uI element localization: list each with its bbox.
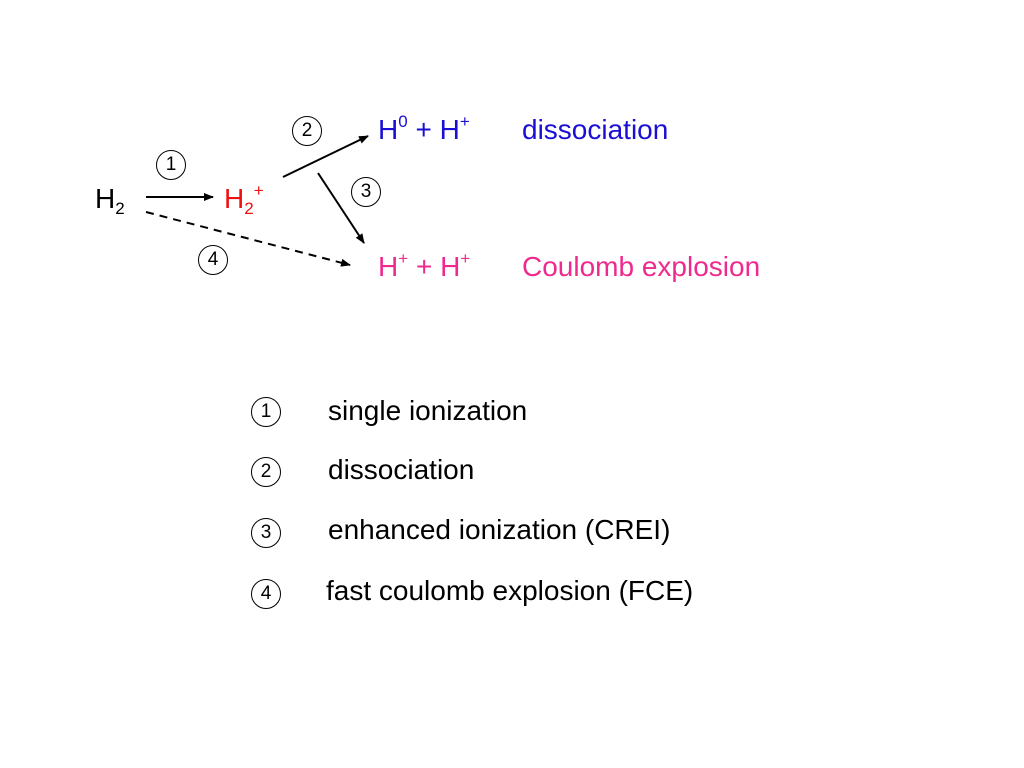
step-marker-3: 3 — [351, 177, 381, 207]
product-a-symbol: H — [378, 114, 399, 145]
plus-sign: + — [415, 251, 433, 282]
arrow-step-4 — [145, 211, 351, 267]
product-b-charge: + — [459, 112, 470, 131]
ion-charge: + — [253, 181, 264, 200]
product-b-charge: + — [460, 249, 471, 268]
reactant-h2: H2 — [95, 183, 125, 218]
legend-text-2: dissociation — [328, 454, 475, 485]
plus-sign: + — [415, 114, 432, 145]
coulomb-explosion-label: Coulomb explosion — [522, 251, 761, 282]
step-marker-1: 1 — [156, 150, 186, 180]
step-marker-2: 2 — [292, 116, 322, 146]
product-b-symbol: H — [440, 251, 461, 282]
product-b-symbol: H — [439, 114, 460, 145]
legend-text-4: fast coulomb explosion (FCE) — [326, 575, 694, 606]
legend-text-1: single ionization — [328, 395, 528, 426]
step-marker-4: 4 — [198, 245, 228, 275]
legend-marker-4: 4 — [251, 579, 281, 609]
product-coulomb-explosion: H+ + H+ — [378, 250, 470, 282]
product-dissociation: H0 + H+ — [378, 113, 470, 145]
ion-h2-plus: H2+ — [224, 182, 264, 217]
product-a-symbol: H — [378, 251, 399, 282]
product-a-charge: 0 — [398, 112, 408, 131]
reactant-subscript: 2 — [115, 199, 125, 218]
arrow-step-3 — [317, 172, 365, 244]
arrow-step-2 — [282, 135, 369, 178]
dissociation-label: dissociation — [522, 114, 669, 145]
ion-subscript: 2 — [244, 199, 254, 218]
legend-marker-3: 3 — [251, 518, 281, 548]
product-a-charge: + — [398, 249, 409, 268]
ion-symbol: H — [224, 183, 245, 214]
reactant-symbol: H — [95, 183, 116, 214]
legend-marker-2: 2 — [251, 457, 281, 487]
legend-text-3: enhanced ionization (CREI) — [328, 514, 671, 545]
legend-marker-1: 1 — [251, 397, 281, 427]
